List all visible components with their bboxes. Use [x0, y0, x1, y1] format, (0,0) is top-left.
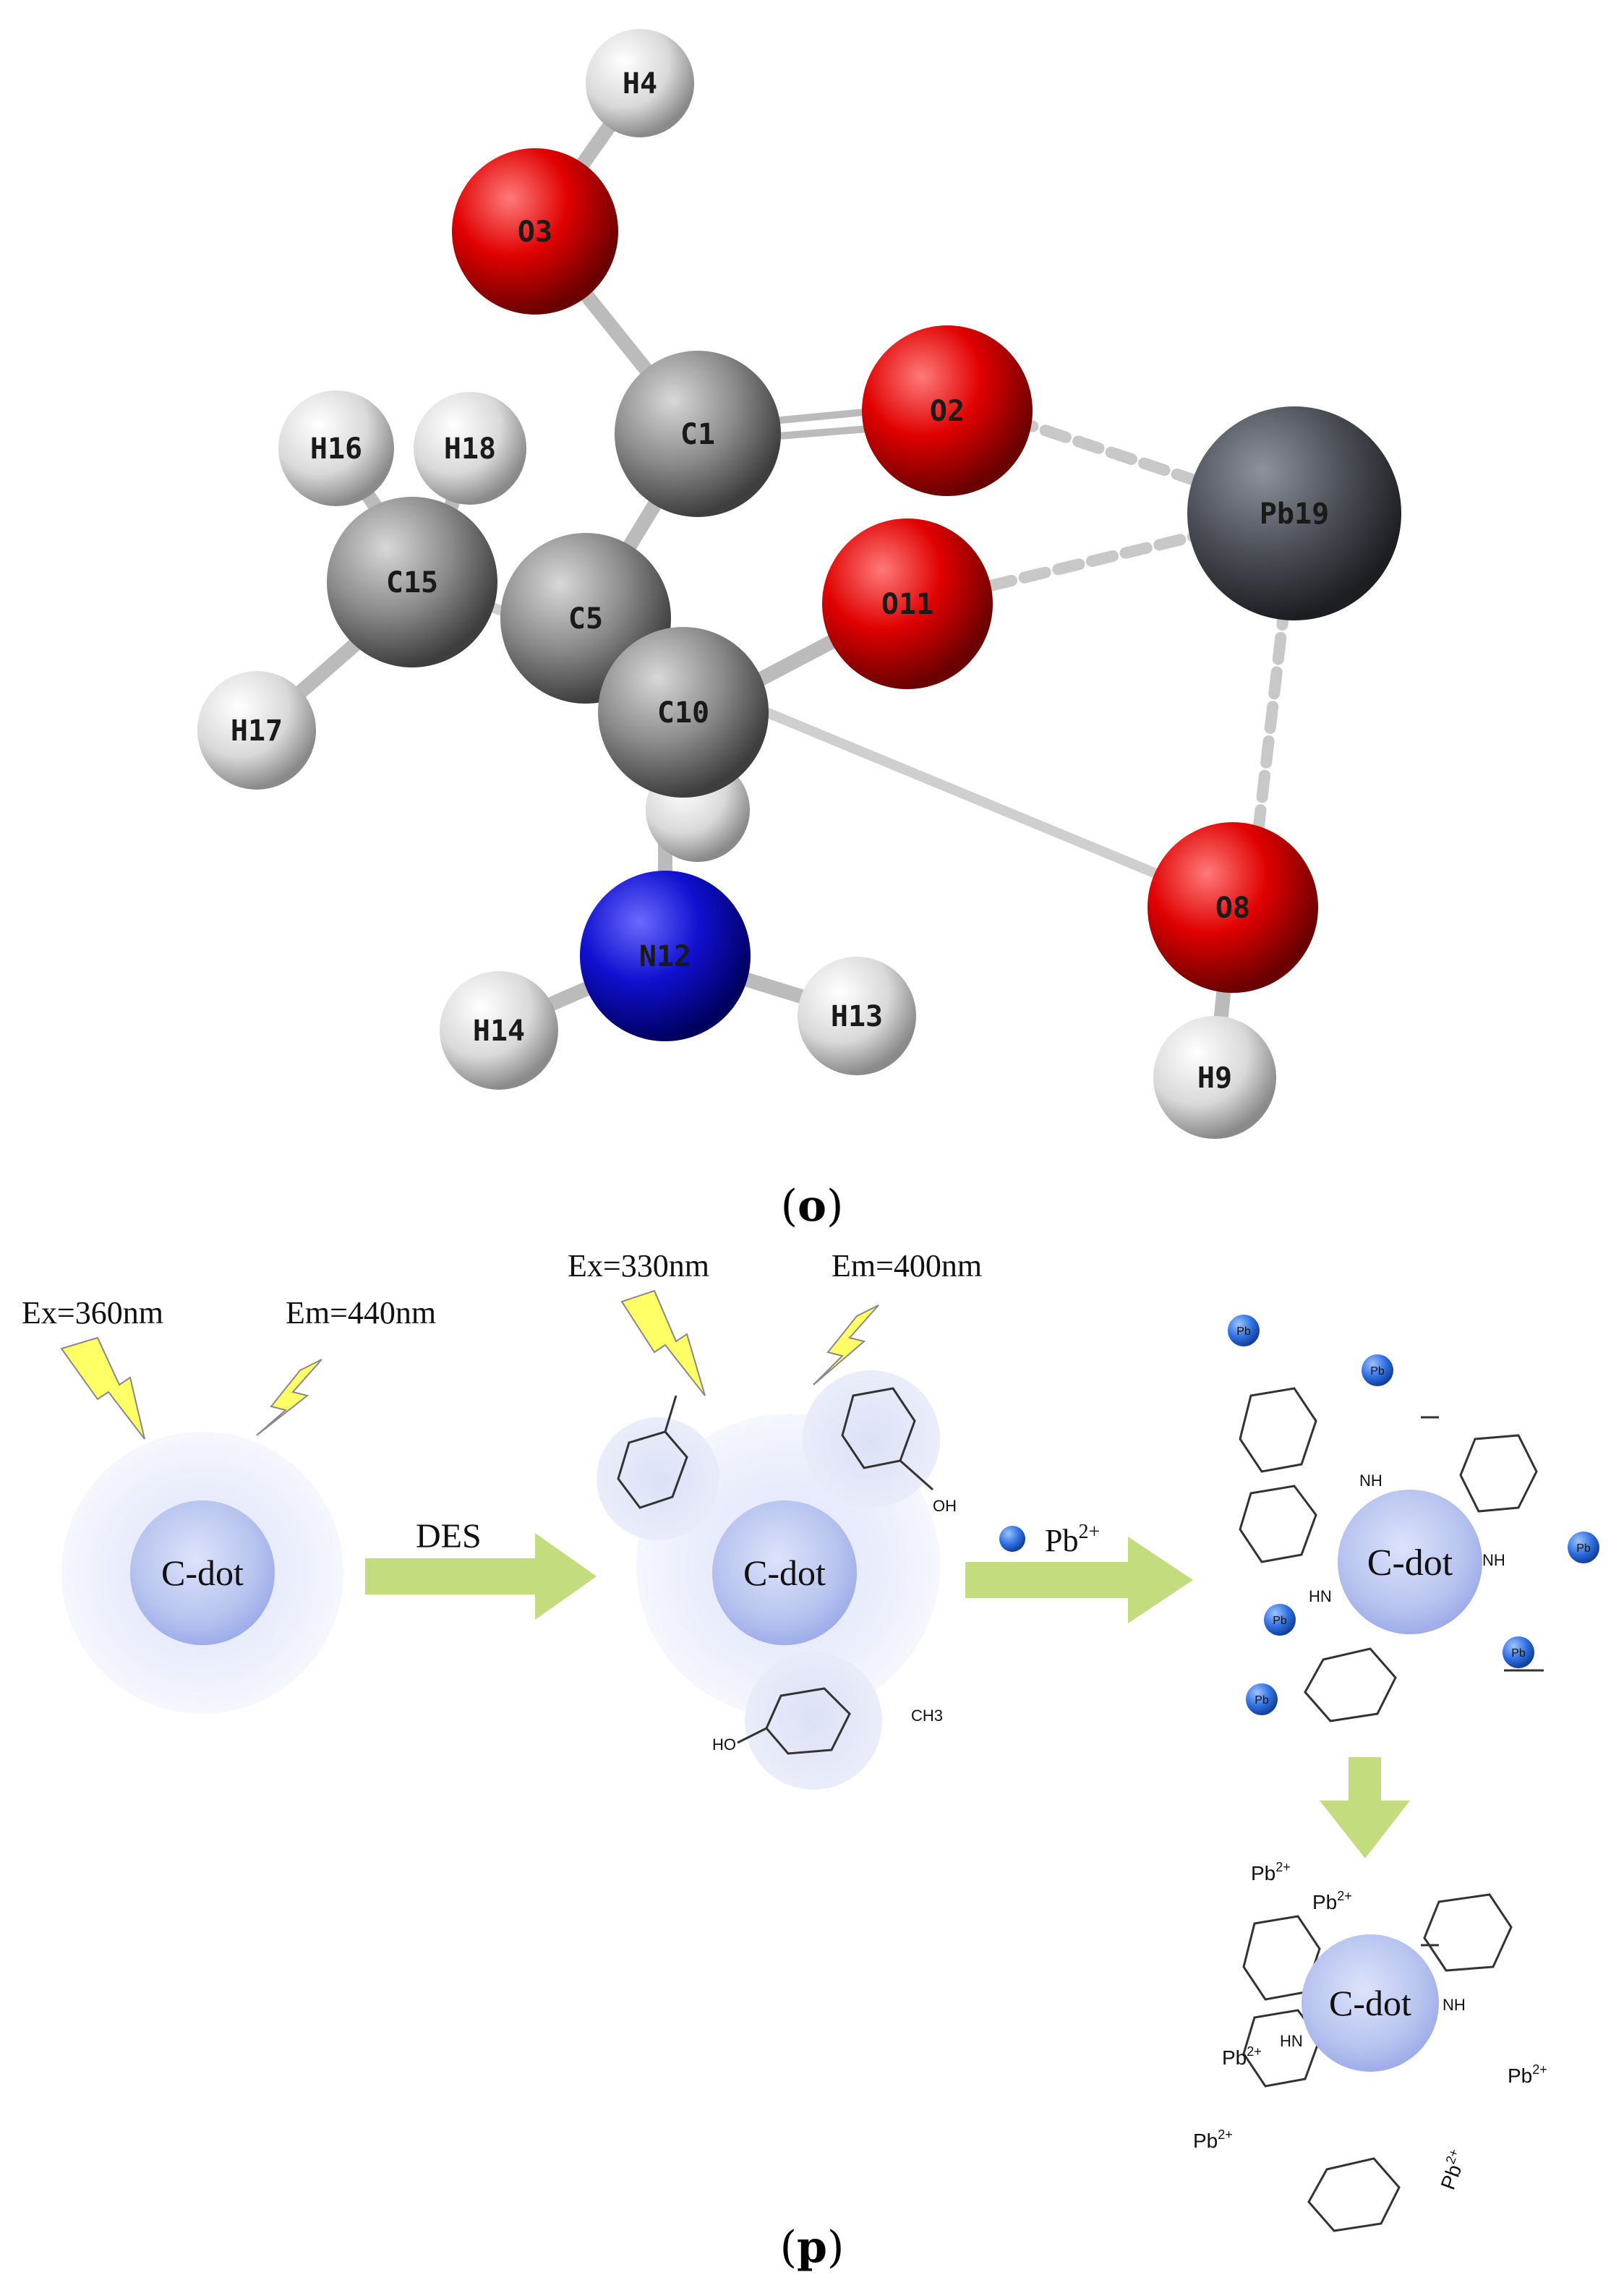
interaction-o11-pb19: [985, 522, 1235, 592]
panel-label-p: (p): [780, 2222, 845, 2273]
molecule-panel: H4 O3 H16 H18 C1 O2 Pb19 H17 C5 C15 O11 …: [197, 29, 1401, 1231]
atom-c10: C10: [598, 627, 769, 798]
atom-label-n12: N12: [639, 940, 691, 973]
stage-3: NH NH HN C-dot Pb Pb Pb Pb Pb Pb: [1228, 1315, 1599, 1722]
arrow-pb: Pb2+: [965, 1521, 1193, 1623]
ho-label-2: HO: [712, 1735, 736, 1754]
atom-c1: C1: [615, 351, 781, 517]
atom-c15: C15: [327, 497, 497, 667]
pb-ion-label-3e: Pb: [1511, 1647, 1526, 1660]
ligand-shell-c: [745, 1652, 882, 1790]
nh-label-3b: NH: [1482, 1551, 1505, 1569]
atom-n12: N12: [580, 871, 751, 1041]
atom-h9: H9: [1153, 1016, 1276, 1139]
bond-c10-o8: [761, 707, 1234, 909]
atom-h14: H14: [440, 971, 558, 1090]
lightning-icon-em-1: [256, 1359, 322, 1436]
cdot-1: [130, 1500, 275, 1645]
atom-label-c1: C1: [680, 418, 715, 451]
excitation-label-1: Ex=360nm: [22, 1295, 163, 1331]
atom-label-h14: H14: [473, 1015, 525, 1048]
ligand-ring-a: [617, 1395, 688, 1509]
nh-label-3a: NH: [1359, 1472, 1382, 1490]
free-pb-label-4f: Pb2+: [1435, 2147, 1471, 2192]
cdot-4: [1302, 1934, 1439, 2072]
emission-label-1: Em=440nm: [286, 1295, 436, 1331]
atom-label-o3: O3: [518, 215, 552, 249]
stage-2: Ex=330nm Em=400nm CH3 HO OH: [568, 1248, 982, 1790]
interaction-o8-pb19: [1252, 609, 1289, 837]
free-pb-label-4c: Pb2+: [1222, 2044, 1262, 2069]
scheme-panel: Ex=360nm Em=440nm C-dot DES Ex=330nm Em=…: [22, 1248, 1599, 2273]
atom-label-h18: H18: [444, 432, 496, 466]
cdot-3: [1338, 1490, 1482, 1634]
emission-label-2: Em=400nm: [832, 1248, 982, 1284]
cdot-2: [712, 1500, 857, 1645]
ligand-shell-b: [803, 1370, 940, 1508]
atom-label-o2: O2: [930, 395, 965, 428]
atom-label-o8: O8: [1215, 892, 1250, 925]
atom-label-h13: H13: [831, 1000, 883, 1033]
atom-label-o11: O11: [881, 588, 933, 621]
ligand-structures-3: [1239, 1387, 1544, 1722]
cdot-label-3: C-dot: [1367, 1542, 1453, 1584]
pb-ion-icon: [999, 1526, 1025, 1552]
atom-label-h4: H4: [623, 67, 657, 101]
atom-label-pb19: Pb19: [1260, 498, 1329, 531]
arrow-right-icon-2: [965, 1537, 1193, 1623]
atom-o2: O2: [862, 325, 1033, 496]
pb-ion-label-3b: Pb: [1370, 1365, 1385, 1378]
atom-o3: O3: [452, 148, 618, 315]
atom-o11: O11: [822, 518, 993, 689]
atom-label-h17: H17: [231, 714, 283, 748]
free-pb-label-4d: Pb2+: [1508, 2062, 1547, 2087]
hn-label-4: HN: [1280, 2032, 1303, 2050]
cdot-label-2: C-dot: [743, 1553, 826, 1593]
ligand-ring-b: [841, 1387, 933, 1491]
lightning-icon-ex-1: [60, 1336, 145, 1440]
arrow-right-icon-1: [365, 1533, 597, 1620]
stage-4: NH HN C-dot Pb2+ Pb2+ Pb2+ Pb2+ Pb2+ Pb2…: [1193, 1860, 1547, 2232]
pb-ion-label-3f: Pb: [1255, 1694, 1269, 1707]
atom-h18: H18: [414, 392, 526, 505]
hn-label-3: HN: [1309, 1587, 1332, 1605]
atom-h4: H4: [586, 29, 694, 137]
excitation-label-2: Ex=330nm: [568, 1248, 709, 1284]
pb-ion-cluster-3: Pb Pb Pb Pb Pb Pb: [1228, 1315, 1599, 1715]
atom-h16: H16: [278, 390, 394, 506]
pb-ion-label-3a: Pb: [1236, 1325, 1251, 1338]
arrow-des: DES: [365, 1517, 597, 1620]
ligand-shell-a: [597, 1417, 719, 1540]
atom-h17: H17: [197, 671, 316, 790]
atom-label-c10: C10: [657, 696, 709, 730]
nh-label-4: NH: [1443, 1996, 1466, 2014]
stage-1: Ex=360nm Em=440nm C-dot: [22, 1295, 436, 1714]
cdot-label-1: C-dot: [161, 1553, 244, 1593]
free-pb-label-4e: Pb2+: [1193, 2127, 1233, 2152]
oh-label-2: OH: [933, 1497, 957, 1515]
free-pb-label-4b: Pb2+: [1312, 1889, 1352, 1913]
des-label: DES: [416, 1517, 482, 1555]
free-pb-label-4a: Pb2+: [1251, 1860, 1291, 1884]
lightning-icon-em-2: [813, 1305, 879, 1385]
pb-ion-label-3d: Pb: [1273, 1615, 1287, 1627]
ligand-ring-c: [737, 1687, 851, 1755]
panel-label-o: (o): [781, 1181, 844, 1231]
atom-label-c5: C5: [568, 602, 603, 636]
atom-pb19: Pb19: [1187, 406, 1401, 620]
pb-ion-label-3c: Pb: [1576, 1542, 1591, 1555]
pb-ion-label: Pb2+: [1045, 1521, 1100, 1558]
arrow-down-icon: [1320, 1757, 1410, 1858]
ch3-label-2: CH3: [911, 1707, 943, 1725]
atom-label-h16: H16: [310, 432, 362, 466]
atom-label-c15: C15: [386, 566, 438, 599]
atom-label-h9: H9: [1197, 1062, 1232, 1095]
lightning-icon-ex-2: [620, 1289, 706, 1396]
cdot-label-4: C-dot: [1329, 1983, 1411, 2023]
atom-h13: H13: [798, 957, 916, 1075]
atom-o8: O8: [1148, 822, 1318, 993]
